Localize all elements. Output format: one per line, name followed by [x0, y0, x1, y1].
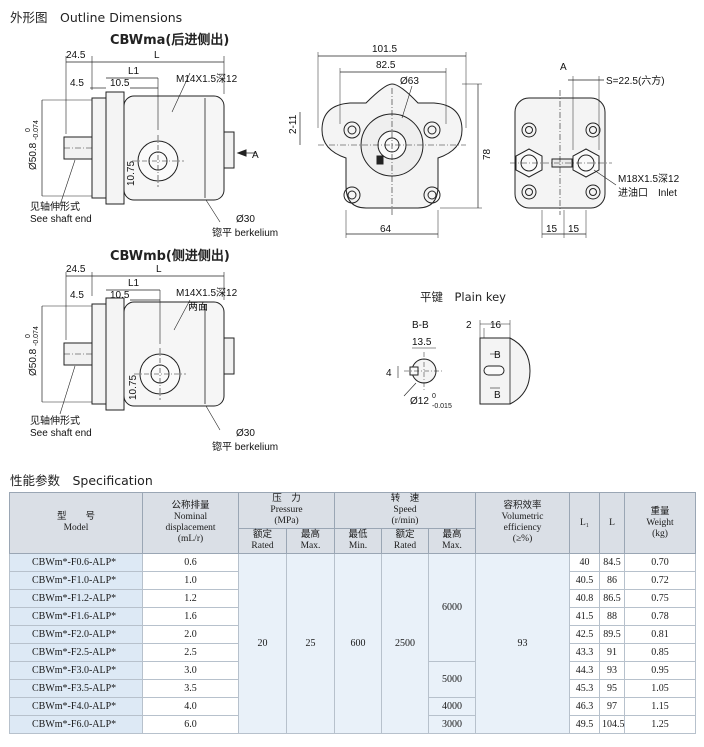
dim-2: 2	[466, 320, 472, 331]
header-pressure: 压 力 Pressure (MPa)	[237, 492, 336, 529]
pressure-max-value: 25	[285, 553, 336, 734]
view-a	[510, 76, 617, 238]
table-row: CBWm*-F2.5-ALP* 2.5 43.3 91 0.85	[9, 643, 697, 662]
table-row: CBWm*-F1.6-ALP* 1.6 41.5 88 0.78	[9, 607, 697, 626]
tol-12-bot: -0.015	[432, 403, 452, 410]
dim-10-75-b: 10.75	[128, 375, 139, 400]
dim-4-5: 4.5	[70, 78, 84, 89]
header-row-1: 型 号 Model 公称排量 Nominal displacement (mL/…	[9, 492, 697, 554]
header-l: L	[599, 492, 626, 554]
dim-L-b: L	[156, 264, 162, 275]
cbwmb-title: CBWmb(侧进侧出)	[110, 249, 230, 264]
section-bb-label: B-B	[412, 320, 429, 331]
dim-13-5: 13.5	[412, 337, 432, 348]
see-shaft-en: See shaft end	[30, 214, 92, 225]
thread-m14: M14X1.5深12	[176, 73, 238, 85]
inlet-label: 进油口 Inlet	[618, 186, 677, 199]
pressure-rated-value: 20	[238, 553, 287, 734]
b-bot-label: B	[494, 390, 501, 401]
tol-50-8-bot: -0.074	[33, 120, 40, 140]
outline-drawing: 24.5 L L1 4.5 10.5 M14X1.5深12 Ø50.8 0 -0…	[25, 44, 680, 453]
dim-30-b: Ø30	[236, 428, 255, 439]
speed-max-4000: 4000	[428, 697, 477, 716]
table-row: CBWm*-F1.0-ALP* 1.0 40.5 86 0.72	[9, 571, 697, 590]
plain-key-heading: 平键 Plain key	[420, 290, 506, 304]
dim-15-left: 15	[546, 224, 558, 235]
dim-50-8: Ø50.8	[28, 142, 39, 170]
see-shaft-en-b: See shaft end	[30, 428, 92, 439]
dim-12: Ø12	[410, 396, 429, 407]
dim-64: 64	[380, 224, 392, 235]
table-row: CBWm*-F0.6-ALP* 0.6 20 25 600 2500 6000 …	[9, 553, 697, 734]
dim-82-5: 82.5	[376, 60, 396, 71]
dim-2-11: 2-11	[288, 114, 299, 134]
key-section-bb	[397, 347, 444, 397]
dim-10-5-b: 10.5	[110, 290, 130, 301]
cbwma-title: CBWma(后进侧出)	[110, 33, 230, 48]
berkelium-label: 锪平 berkelium	[212, 226, 278, 239]
thread-m14-both: 两面	[188, 302, 208, 313]
header-weight: 重量 Weight (kg)	[624, 492, 697, 554]
outline-heading: 外形图 Outline Dimensions	[10, 10, 183, 25]
tol-50-8-bot-b: -0.074	[33, 326, 40, 346]
dim-101-5: 101.5	[372, 44, 397, 55]
dim-10-5: 10.5	[110, 78, 130, 89]
dim-4-5-b: 4.5	[70, 290, 84, 301]
dim-L1: L1	[128, 66, 140, 77]
see-shaft-cn: 见轴伸形式	[30, 200, 80, 213]
dim-L1-b: L1	[128, 278, 140, 289]
cbwma-side-view	[41, 56, 256, 223]
b-top-label: B	[494, 350, 501, 361]
tol-50-8-top-b: 0	[25, 334, 32, 338]
speed-max-5000: 5000	[428, 661, 477, 698]
dim-10-75: 10.75	[126, 161, 137, 186]
key-side-view	[479, 320, 531, 405]
speed-rated-value: 2500	[381, 553, 430, 734]
see-shaft-cn-b: 见轴伸形式	[30, 414, 80, 427]
speed-max-3000: 3000	[428, 715, 477, 734]
dim-24-5: 24.5	[66, 50, 86, 61]
arrow-a-label: A	[252, 150, 259, 161]
view-a-label: A	[560, 62, 567, 73]
header-speed: 转 速 Speed (r/min)	[334, 492, 477, 529]
speed-max-6000: 6000	[428, 553, 477, 662]
dim-50-8-b: Ø50.8	[28, 348, 39, 376]
dim-24-5-b: 24.5	[66, 264, 86, 275]
dim-16: 16	[490, 320, 502, 331]
tol-12-top: 0	[432, 393, 436, 400]
dim-L: L	[154, 50, 160, 61]
efficiency-value: 93	[475, 553, 571, 734]
table-row: CBWm*-F1.2-ALP* 1.2 40.8 86.5 0.75	[9, 589, 697, 608]
thread-m14-b: M14X1.5深12	[176, 287, 238, 299]
dim-15-right: 15	[568, 224, 580, 235]
front-view	[299, 52, 482, 238]
cbwmb-side-view	[41, 272, 235, 431]
table-row: CBWm*-F3.0-ALP* 3.0 5000 44.3 93 0.95	[9, 661, 697, 698]
specification-table: 型 号 Model 公称排量 Nominal displacement (mL/…	[9, 492, 697, 734]
dim-63: Ø63	[400, 76, 419, 87]
berkelium-label-b: 锪平 berkelium	[212, 440, 278, 453]
header-displacement: 公称排量 Nominal displacement (mL/r)	[142, 492, 239, 554]
dim-4: 4	[386, 368, 392, 379]
table-row: CBWm*-F4.0-ALP* 4.0 4000 46.3 97 1.15	[9, 697, 697, 716]
header-efficiency: 容积效率 Volumetric efficiency (≥%)	[475, 492, 571, 554]
table-row: CBWm*-F3.5-ALP* 3.5 45.3 95 1.05	[9, 679, 697, 698]
table-row: CBWm*-F6.0-ALP* 6.0 3000 49.5 104.5 1.25	[9, 715, 697, 734]
speed-min-value: 600	[334, 553, 383, 734]
header-model: 型 号 Model	[9, 492, 143, 554]
dim-78: 78	[482, 148, 493, 160]
tol-50-8-top: 0	[25, 128, 32, 132]
specification-heading: 性能参数 Specification	[10, 473, 153, 488]
dim-30: Ø30	[236, 214, 255, 225]
s-22-5: S=22.5(六方)	[606, 74, 665, 87]
thread-m18: M18X1.5深12	[618, 173, 680, 185]
header-l1: L₁	[569, 492, 601, 554]
table-row: CBWm*-F2.0-ALP* 2.0 42.5 89.5 0.81	[9, 625, 697, 644]
